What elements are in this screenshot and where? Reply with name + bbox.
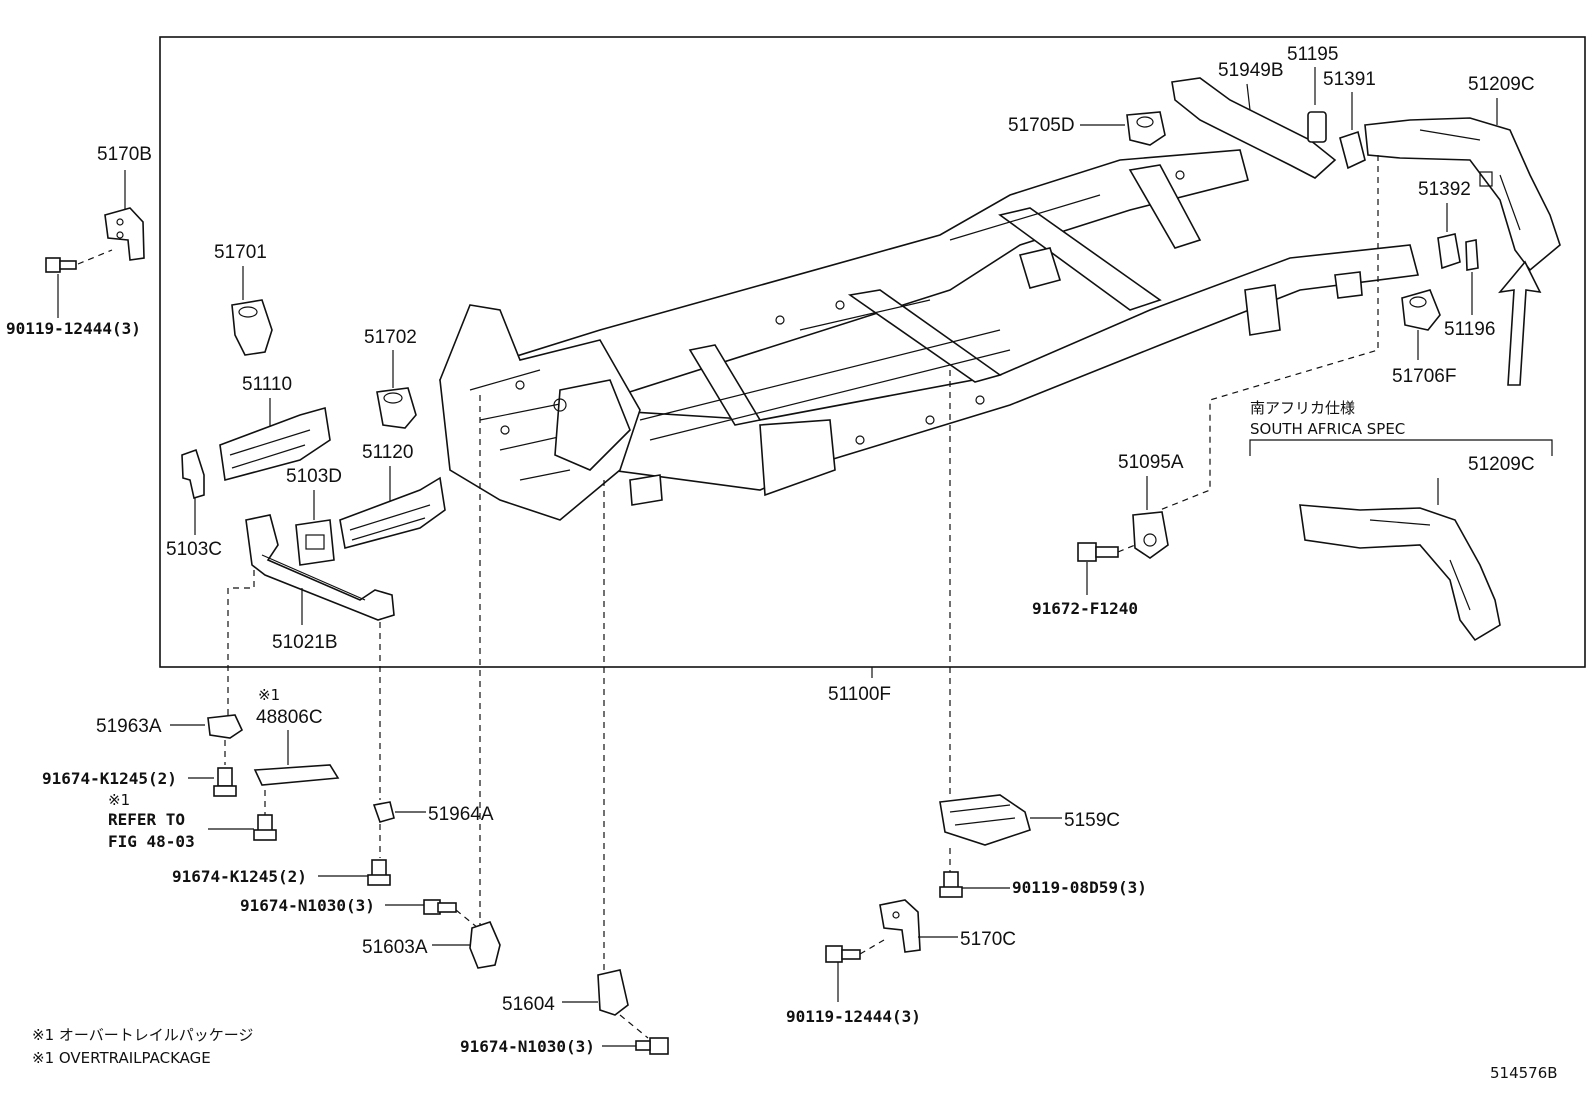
label-90119-12444-bottom: 90119-12444(3): [786, 1007, 921, 1026]
label-51949B: 51949B: [1218, 60, 1284, 81]
label-91674-N1030-lower: 91674-N1030(3): [460, 1037, 595, 1056]
label-51391: 51391: [1323, 69, 1376, 90]
bolt-91674-K1245-lower: [367, 859, 391, 886]
label-51110: 51110: [242, 374, 292, 395]
label-51209C-top: 51209C: [1468, 74, 1535, 95]
part-48806C-skid-plate: [253, 764, 340, 786]
label-5103D: 5103D: [286, 466, 342, 487]
diagram-id: 514576B: [1490, 1064, 1558, 1082]
part-51110-member: [219, 406, 331, 482]
part-51604-bracket: [597, 969, 629, 1016]
part-51705D-mount: [1126, 111, 1166, 146]
label-91674-K1245-upper: 91674-K1245(2): [42, 769, 177, 788]
label-51963A: 51963A: [96, 716, 162, 737]
label-51021B: 51021B: [272, 632, 338, 653]
part-51964A-clip: [372, 801, 395, 823]
part-51963A-bracket: [207, 714, 244, 739]
label-51100F: 51100F: [828, 684, 891, 705]
label-51701: 51701: [214, 242, 267, 263]
label-51964A: 51964A: [428, 804, 494, 825]
part-51701-mount: [231, 299, 273, 356]
part-51391-stopper: [1339, 130, 1366, 170]
part-51021B-crossmember: [245, 514, 395, 621]
label-5159C: 5159C: [1064, 810, 1120, 831]
region-bracket: [1249, 439, 1553, 456]
label-48806C: 48806C: [256, 707, 323, 728]
part-5103C-bracket: [181, 448, 205, 500]
part-51209C-top-rail: [1364, 117, 1561, 272]
bolt-91674-N1030-upper: [423, 899, 457, 915]
region-note-jp: 南アフリカ仕様: [1250, 399, 1355, 417]
front-direction-arrow: [1498, 260, 1542, 386]
bolt-91674-K1245-upper: [213, 767, 237, 797]
bolt-90119-12444-bottom: [825, 945, 861, 963]
label-5170B: 5170B: [97, 144, 152, 165]
part-51209C-sa-rail: [1299, 504, 1501, 642]
label-51702: 51702: [364, 327, 417, 348]
label-51195: 51195: [1287, 44, 1338, 65]
label-90119-12444-left: 90119-12444(3): [6, 319, 141, 338]
bolt-91672-F1240: [1077, 542, 1119, 562]
region-note-en: SOUTH AFRICA SPEC: [1250, 420, 1405, 438]
part-51603A-bracket: [469, 921, 501, 969]
footnote-en: ※1 OVERTRAILPACKAGE: [32, 1049, 211, 1067]
ladder-frame-drawing: [439, 149, 1420, 521]
label-91674-K1245-lower: 91674-K1245(2): [172, 867, 307, 886]
label-51705D: 51705D: [1008, 115, 1075, 136]
part-51195-pad: [1307, 111, 1327, 143]
label-91674-N1030-upper: 91674-N1030(3): [240, 896, 375, 915]
label-91672-F1240: 91672-F1240: [1032, 599, 1138, 618]
part-5159C-skid-plate: [939, 794, 1031, 846]
part-5103D-plate: [295, 519, 335, 566]
part-51095A-hook: [1132, 511, 1169, 559]
label-51209C-sa: 51209C: [1468, 454, 1535, 475]
bolt-90119-08D59: [939, 871, 963, 898]
label-5103C: 5103C: [166, 539, 222, 560]
label-51120: 51120: [362, 442, 413, 463]
mark-48806C: ※1: [258, 686, 280, 704]
part-5170B-bracket: [104, 207, 145, 261]
label-51603A: 51603A: [362, 937, 428, 958]
label-51196: 51196: [1444, 319, 1495, 340]
label-51706F: 51706F: [1392, 366, 1456, 387]
refer-note-line2: FIG 48-03: [108, 832, 195, 851]
part-51702-mount: [376, 387, 417, 429]
label-5170C: 5170C: [960, 929, 1016, 950]
refer-note-mark: ※1: [108, 791, 130, 809]
bolt-refer-48-03: [253, 814, 277, 841]
label-51604: 51604: [502, 994, 555, 1015]
bolt-90119-12444-left: [45, 257, 77, 273]
label-90119-08D59: 90119-08D59(3): [1012, 878, 1147, 897]
part-51120-member: [339, 476, 446, 549]
part-5170C-bracket: [879, 899, 921, 953]
part-51392-stopper: [1437, 233, 1461, 270]
part-51706F-mount: [1401, 289, 1441, 331]
part-51949B-bracket: [1171, 77, 1337, 179]
part-51196-pad: [1465, 239, 1479, 271]
refer-note-line1: REFER TO: [108, 810, 185, 829]
label-51392: 51392: [1418, 179, 1471, 200]
footnote-jp: ※1 オーバートレイルパッケージ: [32, 1026, 253, 1044]
bolt-91674-N1030-lower: [635, 1037, 669, 1055]
label-51095A: 51095A: [1118, 452, 1184, 473]
